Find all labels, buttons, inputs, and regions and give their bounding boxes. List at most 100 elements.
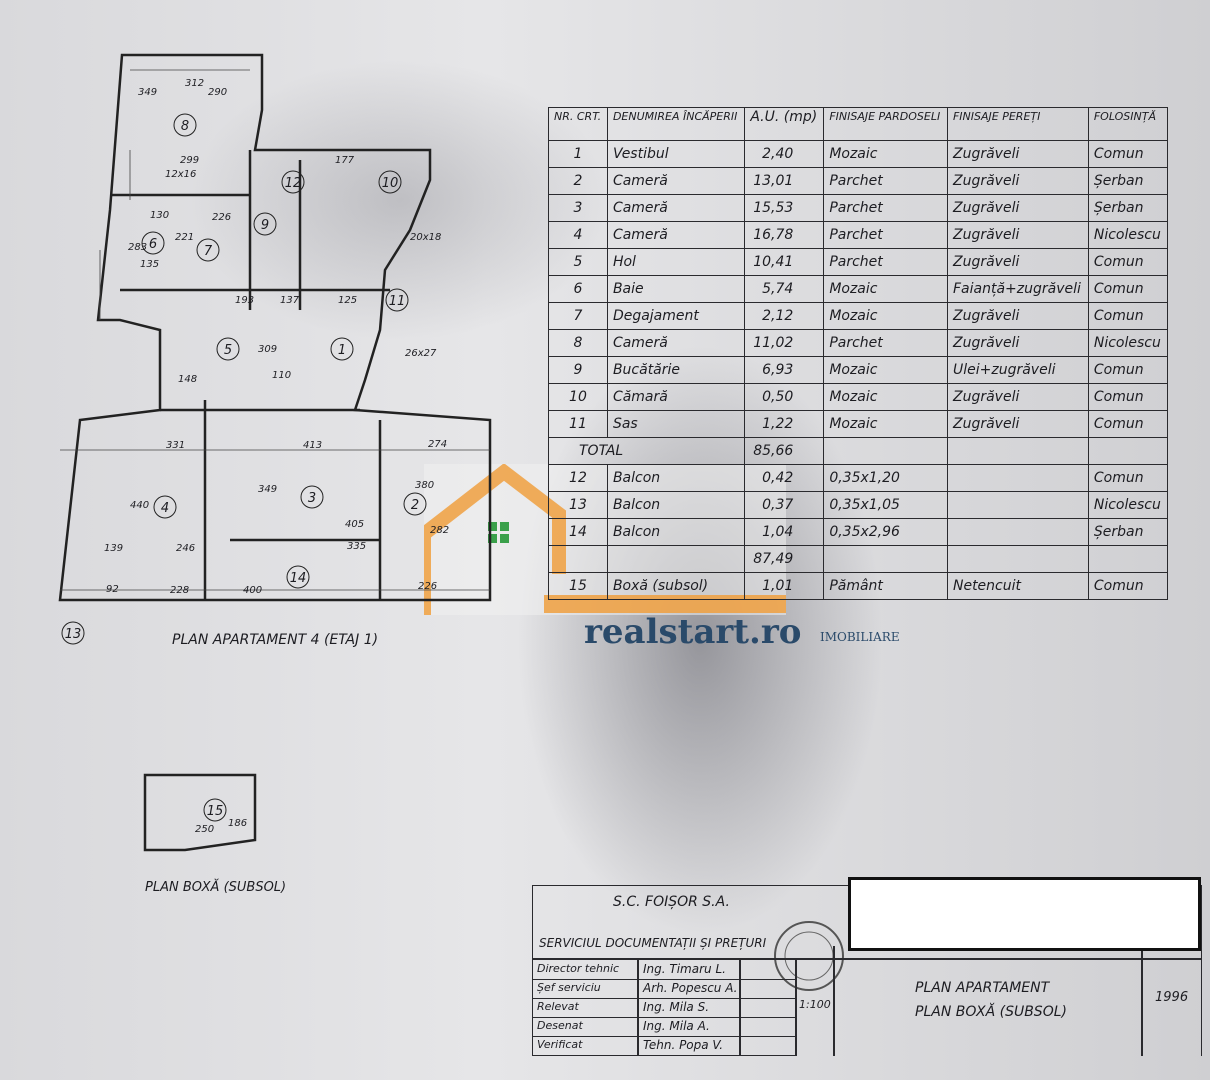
room-number-circle (300, 485, 324, 509)
cell-nr: 5 (548, 248, 608, 276)
cell-nr (548, 545, 608, 573)
room-number: 2 (411, 498, 419, 513)
room-number-circle (286, 565, 310, 589)
cell-floor: Parchet (823, 248, 948, 276)
cell-area: 0,42 (744, 464, 825, 492)
cell-use: Comun (1087, 356, 1169, 384)
staff-role: Verificat (537, 1038, 583, 1051)
room-number-circle (203, 798, 227, 822)
room-number: 10 (382, 176, 399, 191)
cell-use: Comun (1087, 302, 1169, 330)
cell-floor: Parchet (823, 329, 948, 357)
cell-name: Balcon (606, 518, 746, 546)
cell-area: 2,40 (744, 140, 825, 168)
room-number: 14 (290, 571, 307, 586)
room-number-circle (61, 621, 85, 645)
apartment-plan-caption: PLAN APARTAMENT 4 (ETAJ 1) (172, 632, 379, 648)
cell-floor: Mozaic (823, 140, 948, 168)
cell-area: 11,02 (744, 329, 825, 357)
redacted-box (848, 877, 1201, 951)
cell-walls: Zugrăveli (946, 221, 1089, 249)
cell-walls (946, 491, 1089, 519)
cell-use: Comun (1087, 275, 1169, 303)
cell-use: Comun (1087, 410, 1169, 438)
dimension-label: 226 (418, 581, 437, 592)
cell-walls: Zugrăveli (946, 140, 1089, 168)
dimension-label: 130 (150, 210, 169, 221)
staff-name: Arh. Popescu A. (643, 981, 738, 995)
room-number: 3 (308, 491, 316, 506)
dimension-label: 186 (228, 818, 247, 829)
cell-name: Sas (606, 410, 746, 438)
watermark-sub: IMOBILIARE (820, 630, 900, 644)
watermark-brand: realstart.ro (584, 612, 802, 652)
cell-walls: Zugrăveli (946, 302, 1089, 330)
cell-floor: Mozaic (823, 302, 948, 330)
cell-use: Nicolescu (1087, 491, 1169, 519)
cell-nr: 10 (548, 383, 608, 411)
cell-nr: 2 (548, 167, 608, 195)
header-area: A.U. (mp) (744, 107, 825, 141)
box-plan-caption: PLAN BOXĂ (SUBSOL) (145, 880, 287, 895)
room-number: 9 (261, 218, 269, 233)
cell-use: Comun (1087, 383, 1169, 411)
cell-name: Cameră (606, 167, 746, 195)
cell-floor: Pământ (823, 572, 948, 600)
staff-name: Ing. Timaru L. (643, 962, 726, 976)
cell-name: Boxă (subsol) (606, 572, 746, 600)
dimension-label: 228 (170, 585, 189, 596)
cell (1087, 437, 1169, 465)
cell-use: Șerban (1087, 167, 1169, 195)
company-name: S.C. FOIȘOR S.A. (613, 894, 730, 910)
cell-use: Comun (1087, 572, 1169, 600)
dimension-label: 193 (235, 295, 254, 306)
cell-name: Cămară (606, 383, 746, 411)
room-number: 8 (181, 119, 189, 134)
room-number-circle (403, 492, 427, 516)
dimension-label: 274 (428, 439, 447, 450)
table-row: 87,49 (548, 545, 1169, 573)
cell-area: 5,74 (744, 275, 825, 303)
cell-walls: Ulei+zugrăveli (946, 356, 1089, 384)
cell-use: Șerban (1087, 518, 1169, 546)
cell-floor: Parchet (823, 167, 948, 195)
cell-area: 6,93 (744, 356, 825, 384)
dimension-label: 282 (430, 525, 449, 536)
cell-area: 16,78 (744, 221, 825, 249)
cell-use: Nicolescu (1087, 329, 1169, 357)
cell-use: Comun (1087, 140, 1169, 168)
cell-floor (823, 545, 948, 573)
cell-floor: 0,35x2,96 (823, 518, 948, 546)
header-use: FOLOSINȚĂ (1087, 107, 1169, 141)
staff-name: Ing. Mila S. (643, 1000, 710, 1014)
room-number-circle (330, 337, 354, 361)
dimension-label: 148 (178, 374, 197, 385)
room-number: 13 (65, 627, 82, 642)
cell-name: Hol (606, 248, 746, 276)
cell-use: Șerban (1087, 194, 1169, 222)
staff-role: Desenat (537, 1019, 583, 1032)
dimension-label: 413 (303, 440, 322, 451)
dimension-label: 246 (176, 543, 195, 554)
cell-use: Comun (1087, 248, 1169, 276)
cell-floor: Mozaic (823, 410, 948, 438)
dimension-label: 299 (180, 155, 199, 166)
cell-walls: Zugrăveli (946, 167, 1089, 195)
cell-name: Degajament (606, 302, 746, 330)
cell-name: Balcon (606, 491, 746, 519)
header-floor: FINISAJE PARDOSELI (823, 107, 948, 141)
cell-floor: Parchet (823, 194, 948, 222)
room-number-circle (141, 231, 165, 255)
cell-name: Balcon (606, 464, 746, 492)
cell-floor: Parchet (823, 221, 948, 249)
cell (946, 437, 1089, 465)
staff-name: Ing. Mila A. (643, 1019, 710, 1033)
